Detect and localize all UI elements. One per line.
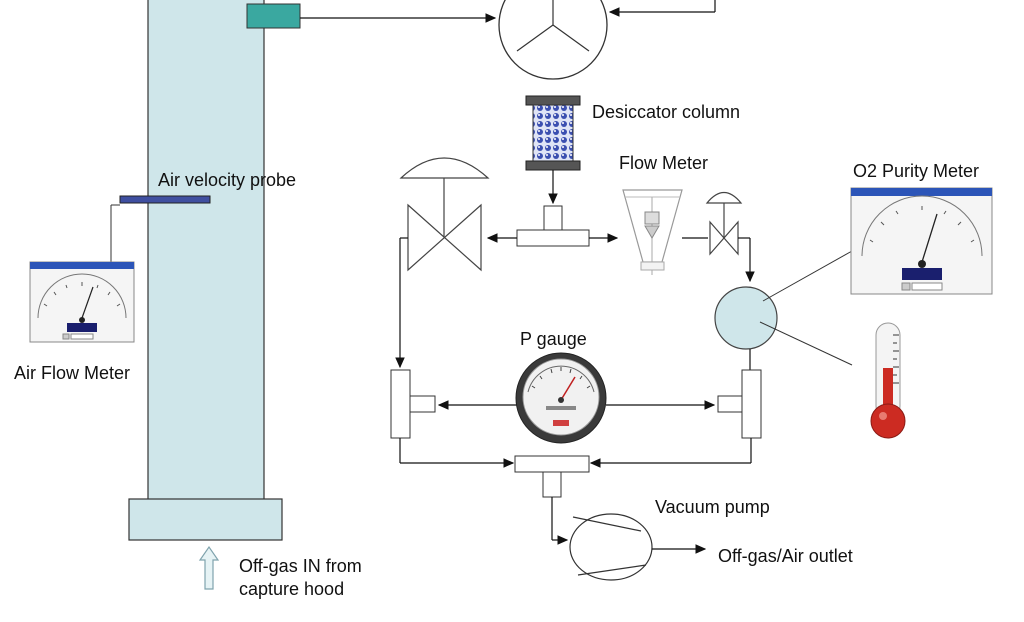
analyzer-to-meter-line bbox=[762, 250, 853, 302]
outlet-label: Off-gas/Air outlet bbox=[718, 546, 853, 566]
pressure-gauge-icon bbox=[515, 352, 607, 444]
control-valve-icon bbox=[399, 157, 490, 272]
o2-analyzer-cell bbox=[714, 286, 778, 350]
right-tee bbox=[717, 369, 762, 439]
flow-meter-icon bbox=[622, 189, 683, 275]
o2-purity-meter-display bbox=[850, 187, 993, 295]
sample-fan-icon bbox=[498, 0, 608, 80]
air-flow-meter-label: Air Flow Meter bbox=[14, 363, 131, 383]
air-velocity-probe bbox=[119, 195, 211, 204]
vacuum-pump-icon bbox=[569, 513, 653, 581]
p-gauge-label: P gauge bbox=[520, 329, 587, 349]
inlet-label-line1: Off-gas IN from bbox=[239, 556, 362, 576]
flow-meter-label: Flow Meter bbox=[619, 153, 709, 173]
exhaust-duct bbox=[128, 0, 283, 541]
analyzer-to-thermometer-line bbox=[759, 321, 853, 366]
inlet-arrow-icon bbox=[198, 545, 220, 590]
inlet-label: Off-gas IN from capture hood bbox=[239, 555, 362, 601]
inlet-label-line2: capture hood bbox=[239, 579, 345, 599]
desiccator-column bbox=[525, 95, 581, 171]
air-flow-meter-display bbox=[29, 261, 135, 343]
needle-valve-icon bbox=[705, 191, 743, 256]
desiccator-label: Desiccator column bbox=[592, 102, 741, 122]
vacuum-pump-label: Vacuum pump bbox=[655, 497, 770, 517]
air-velocity-probe-label: Air velocity probe bbox=[158, 170, 297, 190]
o2-meter-label: O2 Purity Meter bbox=[853, 161, 980, 181]
tee-splitter bbox=[516, 205, 590, 247]
left-tee bbox=[390, 369, 436, 439]
bottom-tee bbox=[514, 455, 590, 498]
sampling-sensor bbox=[246, 3, 301, 29]
thermometer-icon bbox=[870, 322, 906, 439]
